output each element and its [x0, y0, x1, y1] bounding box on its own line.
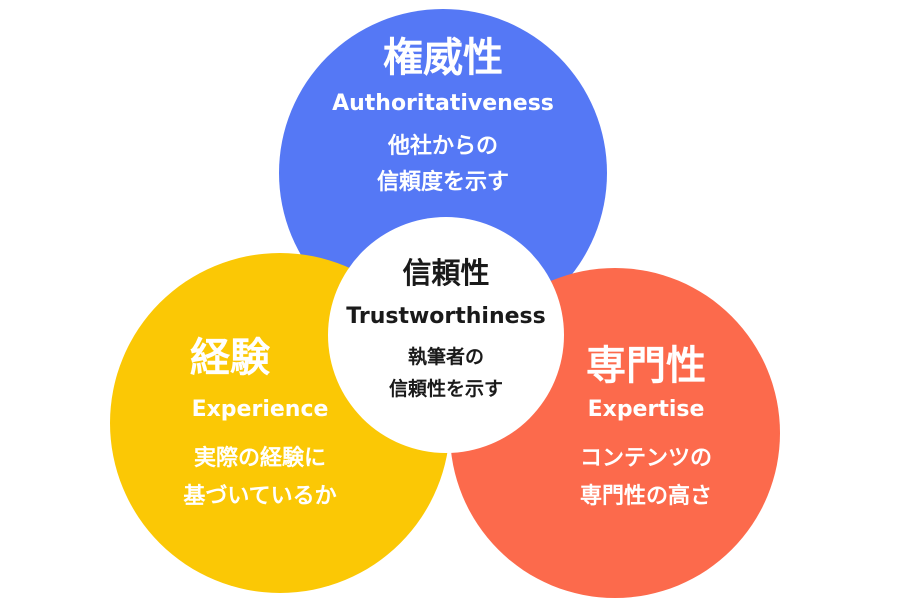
trust-circle [328, 217, 564, 453]
trust-english: Trustworthiness [346, 304, 546, 329]
authority-desc-line2: 信頼度を示す [376, 170, 509, 195]
trust-desc-line2: 信頼性を示す [388, 378, 503, 400]
authority-title: 権威性 [383, 35, 503, 81]
experience-title: 経験 [190, 335, 270, 381]
experience-desc-line2: 基づいているか [183, 484, 337, 509]
authority-english: Authoritativeness [332, 91, 554, 116]
authority-desc-line1: 他社からの [387, 134, 498, 159]
expertise-title: 専門性 [586, 343, 706, 389]
experience-desc-line1: 実際の経験に [193, 446, 326, 471]
experience-english: Experience [191, 397, 329, 422]
expertise-desc-line2: 専門性の高さ [579, 484, 712, 509]
expertise-desc-line1: コンテンツの [579, 446, 712, 471]
trust-title: 信頼性 [402, 256, 490, 290]
expertise-english: Expertise [587, 397, 705, 422]
trust-desc-line1: 執筆者の [407, 346, 484, 368]
